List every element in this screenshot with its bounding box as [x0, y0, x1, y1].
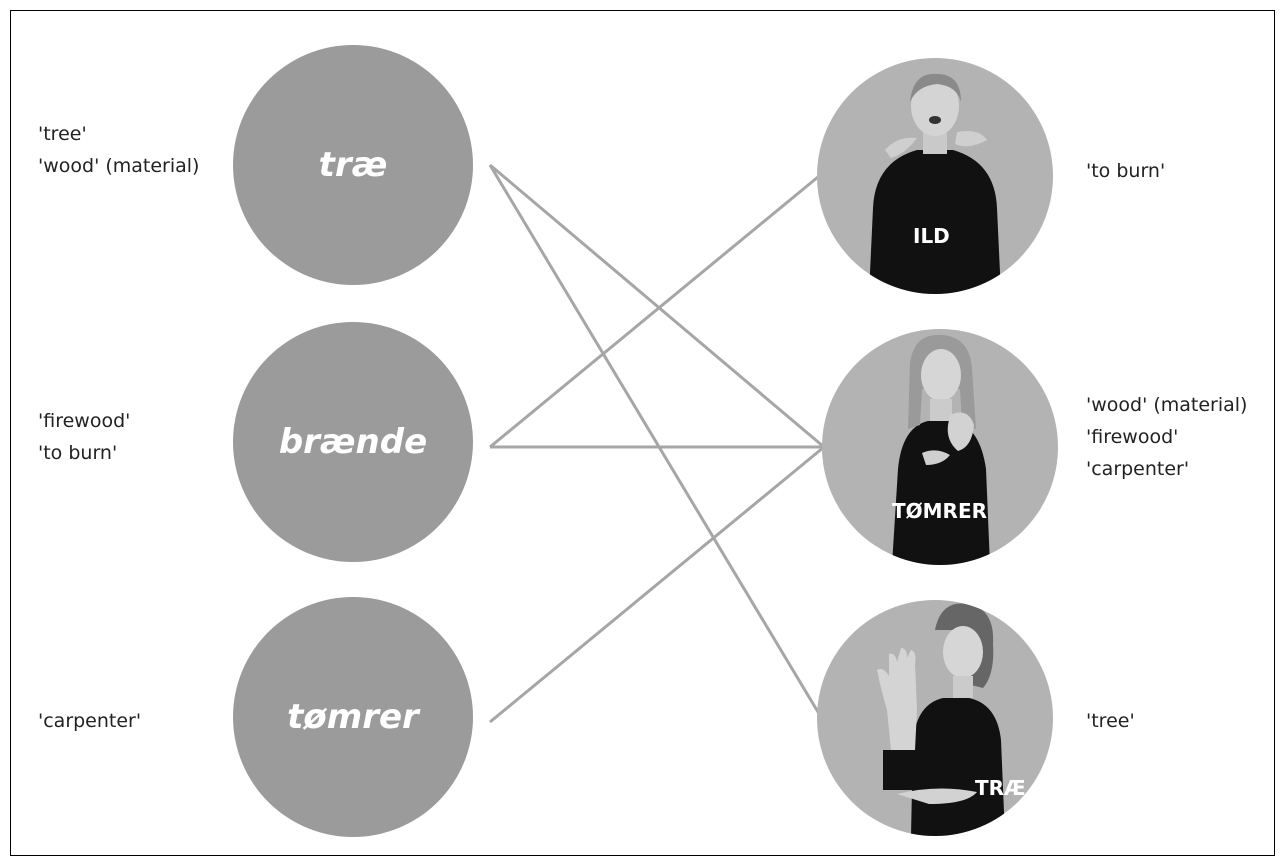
sign-circle-trae: TRÆ — [817, 600, 1053, 836]
meaning-text: 'wood' (material) — [1086, 394, 1248, 416]
gloss-tomrer: 'carpenter' — [38, 705, 141, 737]
link-trae-tomrer — [489, 163, 825, 449]
sign-label: TRÆ — [975, 776, 1026, 800]
word-circle-braende: brænde — [233, 322, 473, 562]
sign-circle-ild: ILD — [817, 58, 1053, 294]
link-tomrer-tomrer — [489, 445, 825, 724]
link-braende-ild — [489, 170, 825, 449]
meaning-text: 'firewood' — [1086, 426, 1179, 448]
gloss-text: 'firewood' — [38, 410, 131, 432]
meaning-text: 'carpenter' — [1086, 458, 1190, 480]
meaning-text: 'to burn' — [1086, 160, 1166, 182]
gloss-text: 'wood' (material) — [38, 155, 200, 177]
signer-photo — [877, 603, 1005, 836]
gloss-trae: 'tree' 'wood' (material) — [38, 118, 199, 182]
meanings-trae: 'tree' — [1086, 705, 1135, 737]
gloss-braende: 'firewood' 'to burn' — [38, 405, 130, 469]
word-label: træ — [318, 145, 388, 185]
word-circle-trae: træ — [233, 45, 473, 285]
word-circle-tomrer: tømrer — [233, 597, 473, 837]
signer-photo — [869, 73, 1001, 294]
gloss-text: 'tree' — [38, 123, 87, 145]
sign-label: TØMRER — [892, 499, 988, 523]
meaning-text: 'tree' — [1086, 710, 1135, 732]
sign-label: ILD — [913, 224, 950, 248]
meanings-tomrer: 'wood' (material) 'firewood' 'carpenter' — [1086, 389, 1247, 485]
word-label: brænde — [278, 422, 428, 462]
link-trae-trae — [488, 164, 826, 723]
diagram-frame — [10, 10, 1275, 856]
signer-photo — [892, 334, 990, 565]
gloss-text: 'carpenter' — [38, 710, 142, 732]
meanings-ild: 'to burn' — [1086, 155, 1165, 187]
word-label: tømrer — [287, 697, 419, 737]
gloss-text: 'to burn' — [38, 442, 118, 464]
sign-circle-tomrer: TØMRER — [822, 329, 1058, 565]
